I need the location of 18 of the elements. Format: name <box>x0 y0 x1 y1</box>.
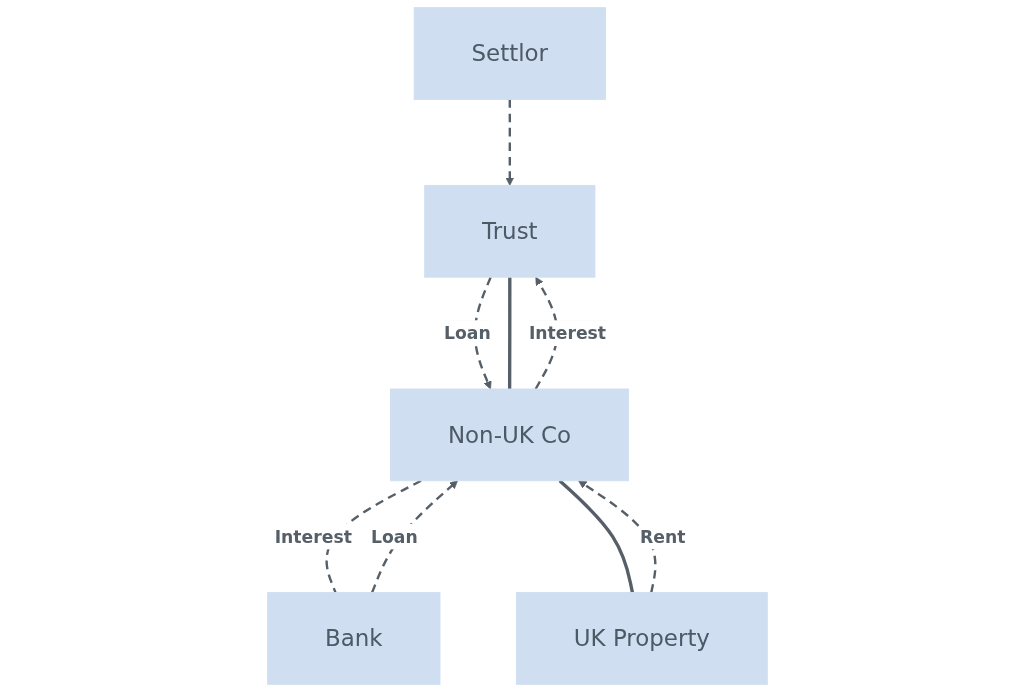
arrow <box>505 99 514 186</box>
edge-label: Loan <box>443 323 491 344</box>
arrow <box>577 480 657 593</box>
edge-label: Rent <box>639 526 685 547</box>
connector <box>324 479 422 594</box>
arrow <box>370 480 458 594</box>
node-box: Non-UK Co <box>389 388 629 482</box>
connector <box>507 277 511 389</box>
arrow <box>534 276 558 390</box>
node-box: Bank <box>266 592 440 685</box>
node-box: Settlor <box>413 7 606 100</box>
node-box: UK Property <box>515 592 768 685</box>
edge-label: Loan <box>370 526 418 547</box>
arrow <box>473 276 492 390</box>
edge-label: Interest <box>274 526 352 547</box>
connector <box>558 479 634 593</box>
edge-label: Interest <box>528 323 606 344</box>
node-box: Trust <box>423 184 595 278</box>
